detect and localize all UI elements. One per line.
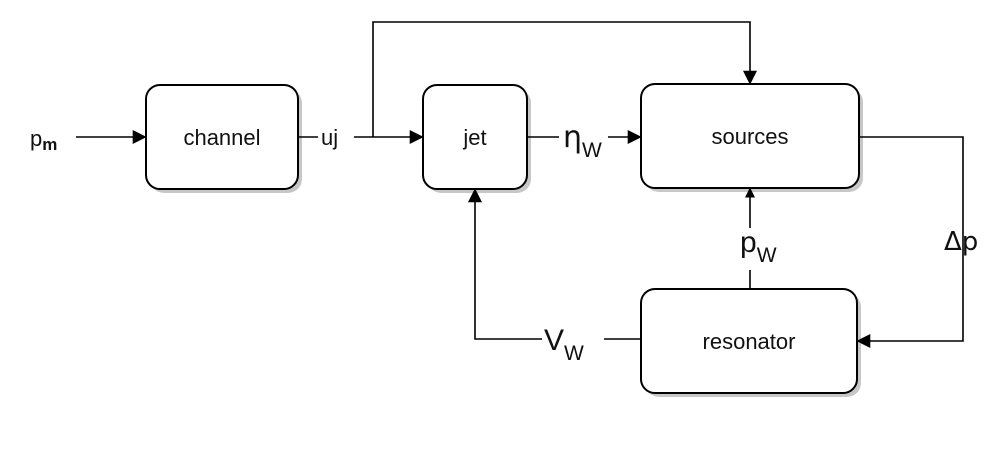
signal-v-w: VW <box>544 324 584 365</box>
signal-eta-w: ηW <box>563 120 602 162</box>
channel-label: channel <box>183 125 260 150</box>
resonator-block: resonator <box>640 288 861 397</box>
sources-label: sources <box>711 124 788 149</box>
arrow-vw-to-jet <box>468 188 542 340</box>
resonator-label: resonator <box>703 329 796 354</box>
signal-delta-p: Δp <box>944 227 978 257</box>
sources-block: sources <box>640 83 863 192</box>
arrow-sources-to-resonator-delta-p <box>856 136 964 348</box>
channel-block: channel <box>145 84 302 193</box>
jet-block: jet <box>422 84 531 193</box>
signal-p-w: pW <box>740 226 777 267</box>
signal-p-m: pm <box>30 126 57 154</box>
arrow-uj-feedforward-to-sources <box>372 21 757 137</box>
signal-uj: uj <box>321 125 338 150</box>
jet-label: jet <box>462 125 486 150</box>
